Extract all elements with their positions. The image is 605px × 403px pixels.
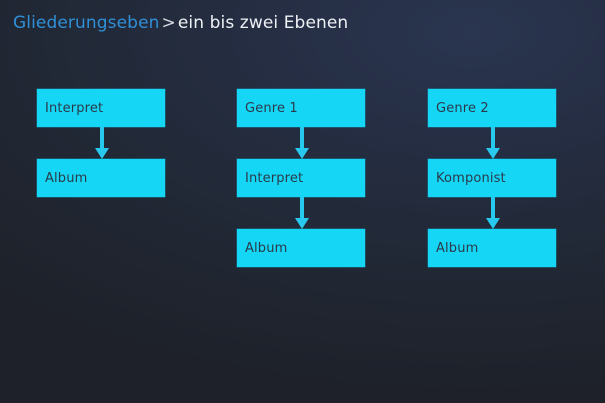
arrow-shaft [300, 127, 304, 149]
arrow-head [295, 218, 309, 229]
diagram-column-3: Genre 2 Komponist Album [428, 89, 556, 267]
arrow-down-icon [237, 197, 365, 229]
node-box: Interpret [37, 89, 165, 127]
node-label: Album [45, 170, 88, 186]
arrow-shaft [491, 197, 495, 219]
node-label: Album [436, 240, 479, 256]
arrow-head [95, 148, 109, 159]
node-label: Interpret [45, 100, 104, 116]
node-box: Album [237, 229, 365, 267]
arrow-down-icon [428, 197, 556, 229]
node-box: Komponist [428, 159, 556, 197]
title-level-2: ein bis zwei Ebenen [177, 13, 349, 33]
arrow-head [486, 148, 500, 159]
node-box: Genre 1 [237, 89, 365, 127]
node-box: Genre 2 [428, 89, 556, 127]
arrow-down-icon [37, 127, 165, 159]
node-label: Album [245, 240, 288, 256]
node-label: Genre 2 [436, 100, 489, 116]
arrow-head [486, 218, 500, 229]
node-box: Album [428, 229, 556, 267]
node-label: Interpret [245, 170, 304, 186]
diagram-column-2: Genre 1 Interpret Album [237, 89, 365, 267]
title-separator: > [161, 13, 176, 33]
arrow-head [295, 148, 309, 159]
arrow-down-icon [428, 127, 556, 159]
node-label: Genre 1 [245, 100, 298, 116]
slide-title-breadcrumb: Gliederungseben>ein bis zwei Ebenen [13, 12, 348, 34]
arrow-shaft [100, 127, 104, 149]
node-label: Komponist [436, 170, 506, 186]
diagram-column-1: Interpret Album [37, 89, 165, 197]
node-box: Album [37, 159, 165, 197]
arrow-shaft [491, 127, 495, 149]
title-level-1: Gliederungseben [13, 13, 160, 33]
node-box: Interpret [237, 159, 365, 197]
arrow-shaft [300, 197, 304, 219]
arrow-down-icon [237, 127, 365, 159]
